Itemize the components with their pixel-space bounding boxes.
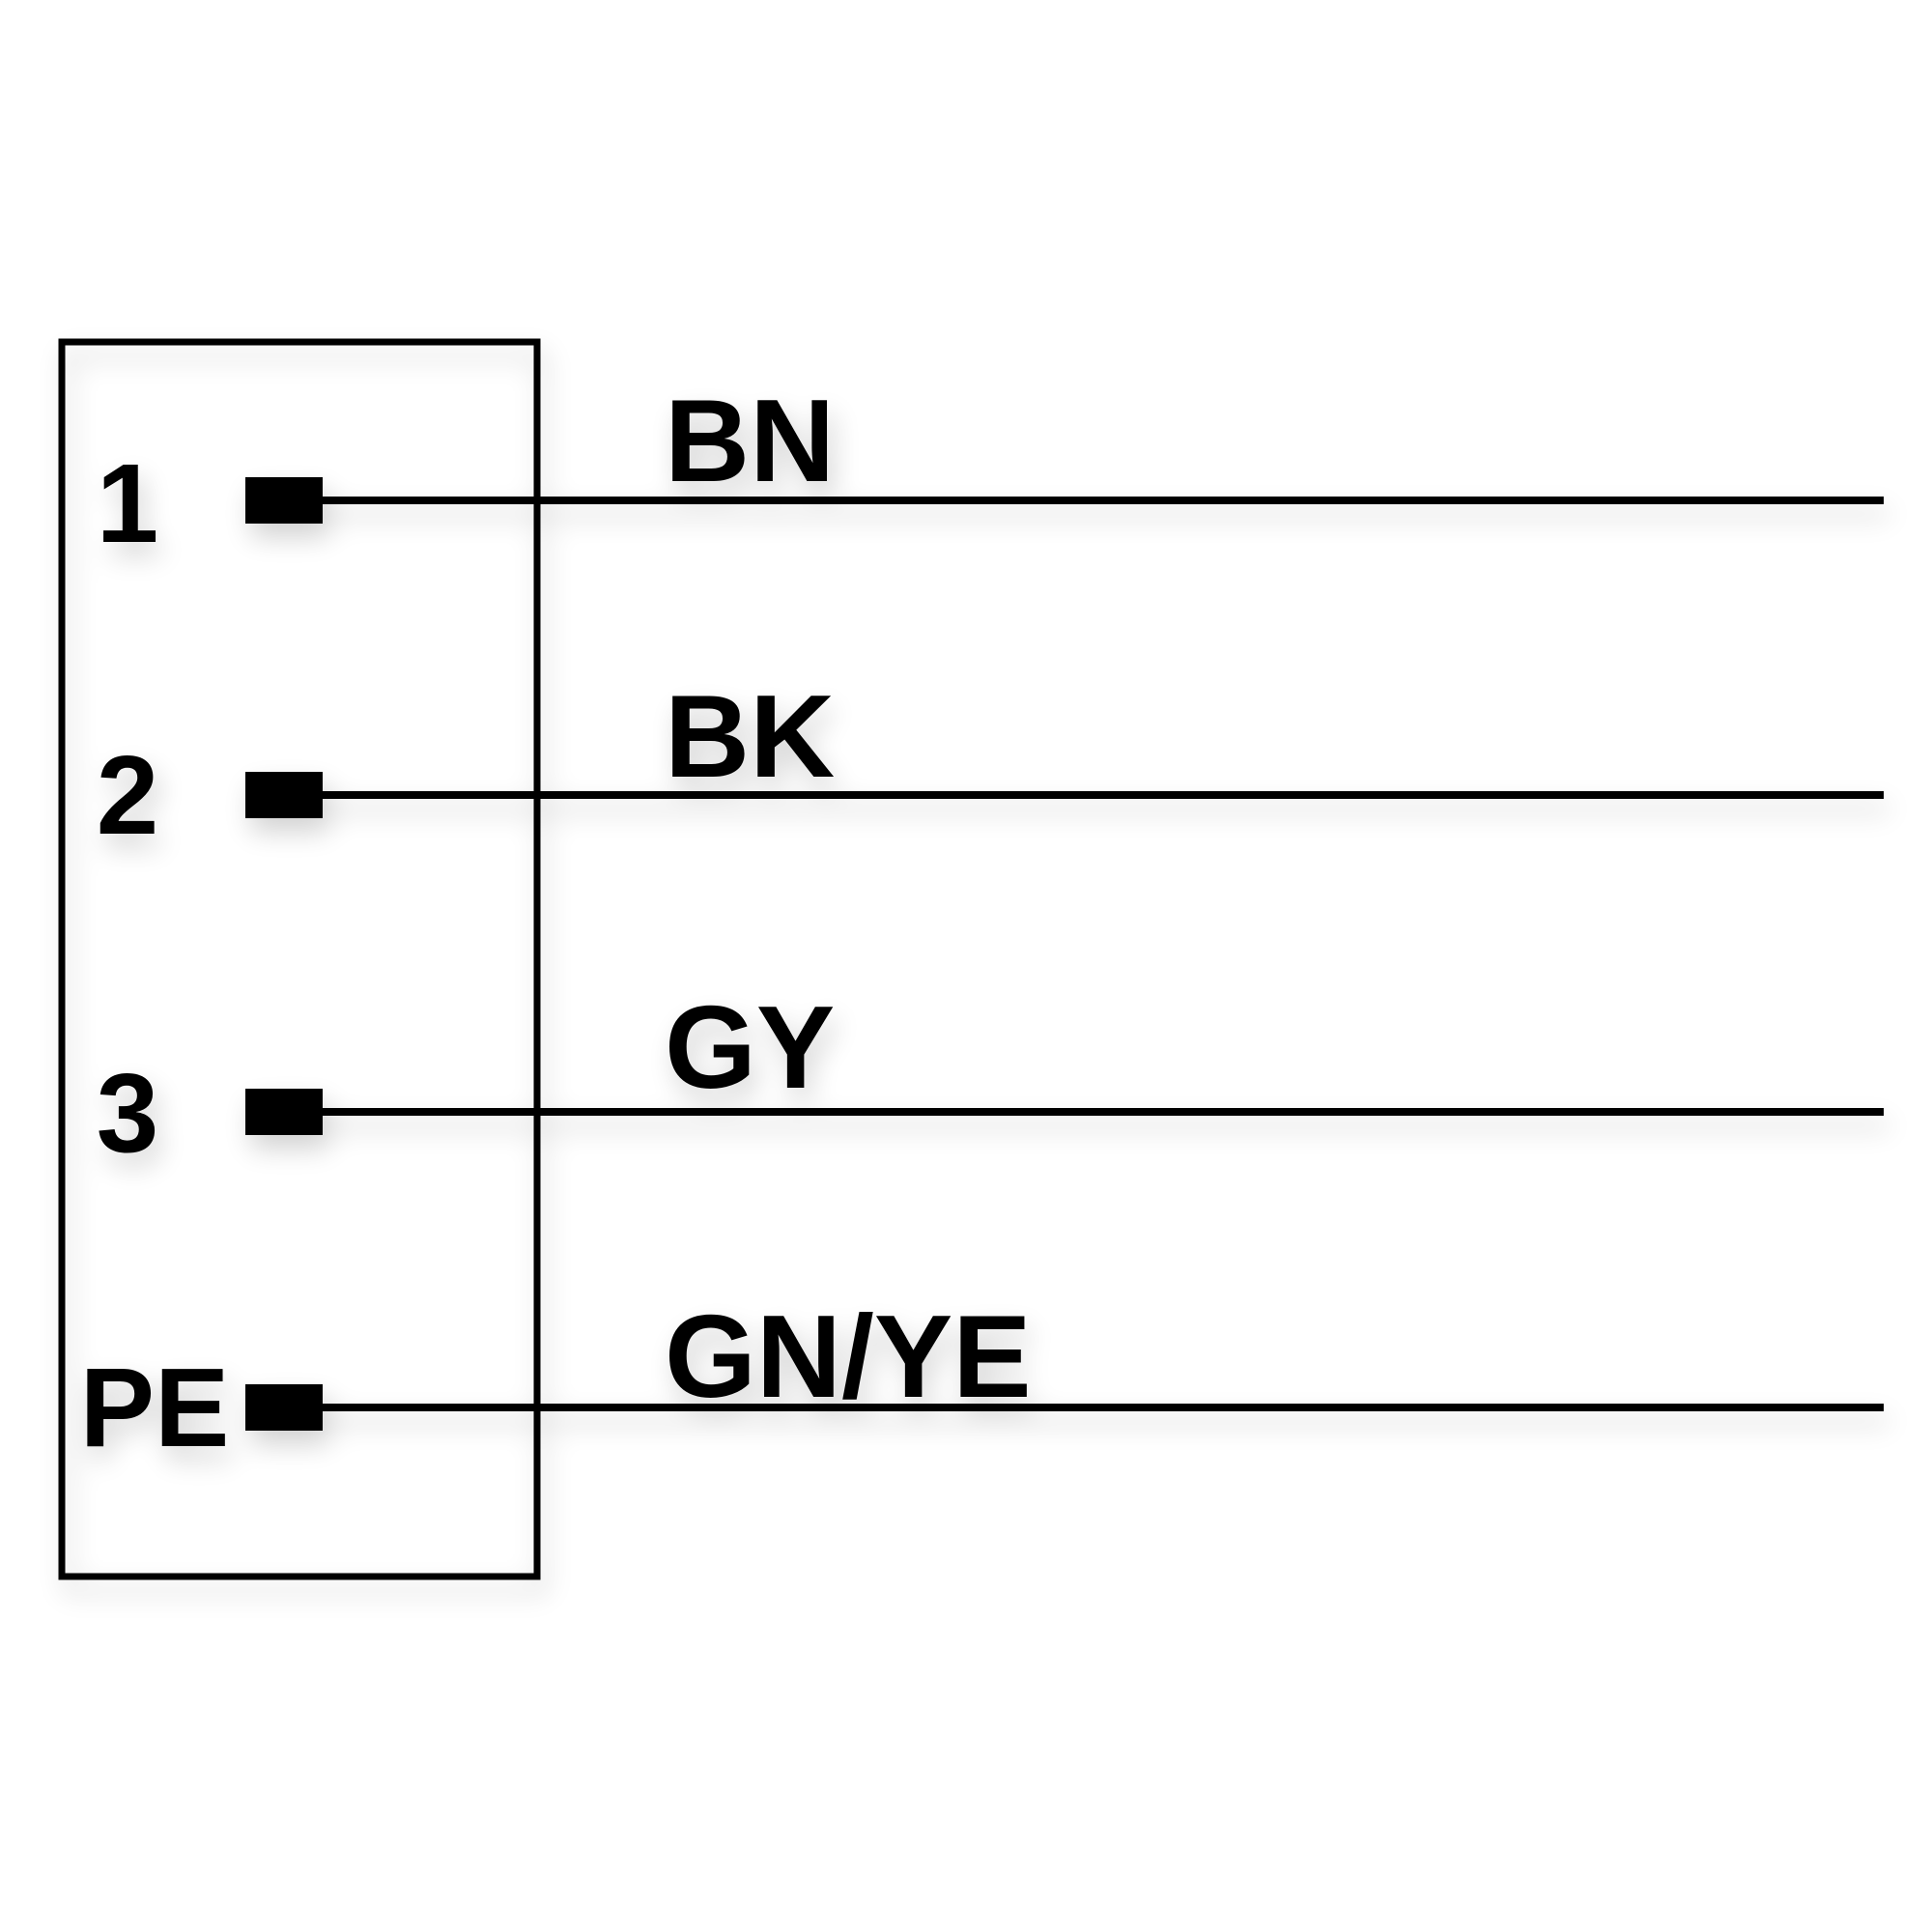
wire-color-label: BN — [665, 375, 835, 506]
pin-label: PE — [80, 1345, 230, 1470]
pin-contact — [245, 1384, 323, 1431]
pin-row-1: 1 BN — [97, 375, 1884, 566]
pin-row-3: 3 GY — [97, 981, 1884, 1176]
pin-contact — [245, 772, 323, 818]
pin-row-2: 2 BK — [97, 670, 1884, 858]
wire-color-label: GY — [665, 981, 835, 1113]
pin-label: 1 — [97, 440, 159, 566]
pin-row-pe: PE GN/YE — [80, 1291, 1884, 1470]
wire-color-label: BK — [665, 670, 835, 802]
pin-contact — [245, 1089, 323, 1135]
pin-contact — [245, 477, 323, 524]
pin-label: 2 — [97, 732, 159, 858]
pin-label: 3 — [97, 1050, 159, 1176]
wire-color-label: GN/YE — [665, 1291, 1032, 1422]
connector-housing — [58, 338, 541, 1580]
